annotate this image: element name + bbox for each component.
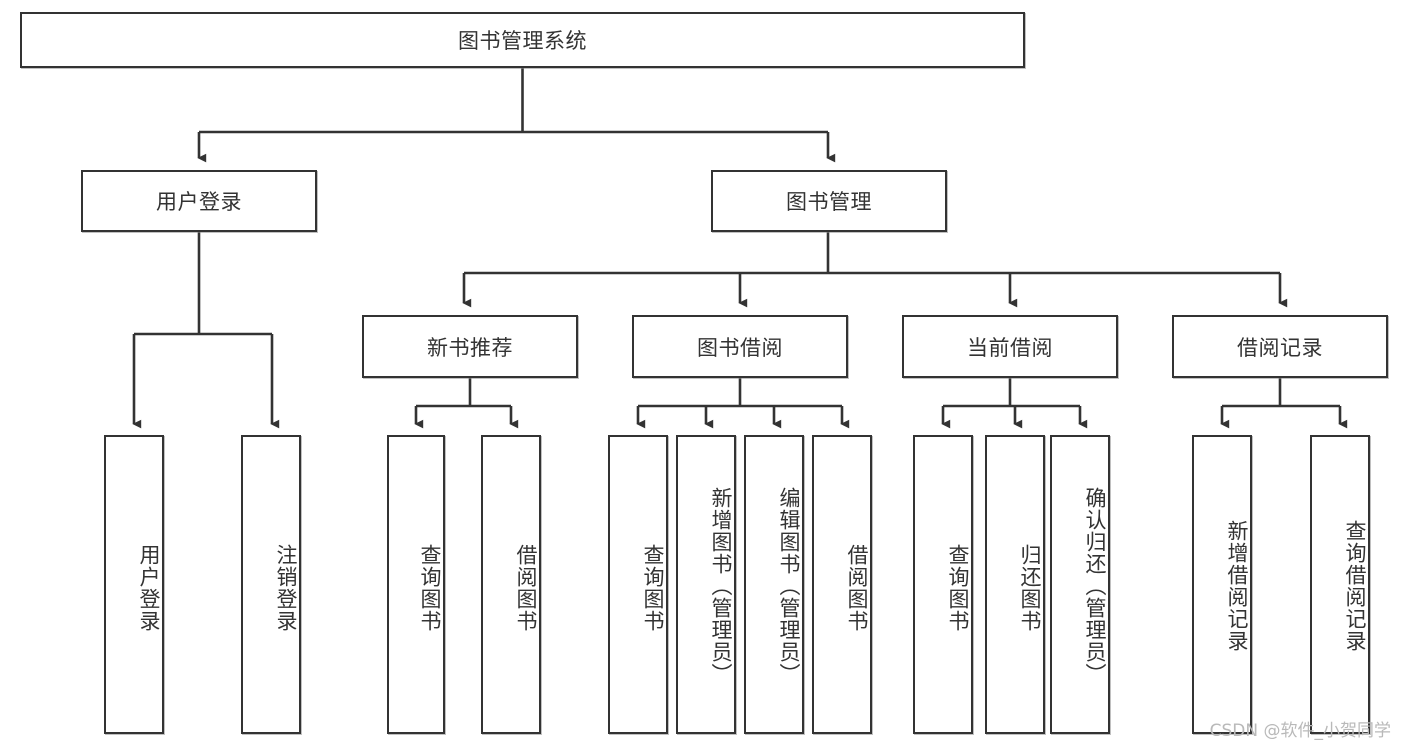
leaf-query-books-recommendation[interactable]: 查询图书	[387, 435, 445, 734]
node-label: 图书管理	[786, 190, 872, 214]
node-book-management[interactable]: 图书管理	[711, 170, 947, 232]
node-label: 新增借阅记录	[1225, 520, 1249, 652]
leaf-query-books-current[interactable]: 查询图书	[913, 435, 973, 734]
node-label: 借阅记录	[1237, 335, 1323, 360]
leaf-borrow-books-recommendation[interactable]: 借阅图书	[481, 435, 541, 734]
node-label: 图书管理系统	[458, 29, 587, 53]
node-label: 查询图书	[641, 543, 665, 632]
node-label: 当前借阅	[967, 335, 1053, 360]
node-borrowing-records[interactable]: 借阅记录	[1172, 315, 1388, 378]
node-label: 新增图书（管理员）	[709, 487, 733, 685]
leaf-edit-book-admin[interactable]: 编辑图书（管理员）	[744, 435, 804, 734]
node-label: 查询图书	[418, 543, 442, 632]
node-label: 查询借阅记录	[1343, 520, 1367, 652]
node-label: 用户登录	[156, 190, 242, 214]
node-label: 确认归还（管理员）	[1083, 487, 1107, 685]
node-current-borrowing[interactable]: 当前借阅	[902, 315, 1118, 378]
leaf-query-books-borrowing[interactable]: 查询图书	[608, 435, 668, 734]
leaf-add-borrow-record[interactable]: 新增借阅记录	[1192, 435, 1252, 734]
node-label: 归还图书	[1018, 543, 1042, 632]
node-root-system[interactable]: 图书管理系统	[20, 12, 1025, 68]
node-user-login[interactable]: 用户登录	[81, 170, 317, 232]
node-label: 借阅图书	[514, 543, 538, 632]
leaf-logout[interactable]: 注销登录	[241, 435, 301, 734]
leaf-query-borrow-record[interactable]: 查询借阅记录	[1310, 435, 1370, 734]
leaf-confirm-return-admin[interactable]: 确认归还（管理员）	[1050, 435, 1110, 734]
node-label: 查询图书	[946, 543, 970, 632]
leaf-return-books[interactable]: 归还图书	[985, 435, 1045, 734]
watermark: CSDN @软件_小贺同学	[1209, 721, 1391, 741]
node-book-borrowing[interactable]: 图书借阅	[632, 315, 848, 378]
node-label: 注销登录	[274, 543, 298, 632]
leaf-add-book-admin[interactable]: 新增图书（管理员）	[676, 435, 736, 734]
node-label: 图书借阅	[697, 335, 783, 360]
node-label: 用户登录	[137, 543, 161, 632]
node-new-book-recommendation[interactable]: 新书推荐	[362, 315, 578, 378]
node-label: 新书推荐	[427, 335, 513, 360]
leaf-user-login[interactable]: 用户登录	[104, 435, 164, 734]
node-label: 编辑图书（管理员）	[777, 487, 801, 685]
leaf-borrow-books[interactable]: 借阅图书	[812, 435, 872, 734]
node-label: 借阅图书	[845, 543, 869, 632]
